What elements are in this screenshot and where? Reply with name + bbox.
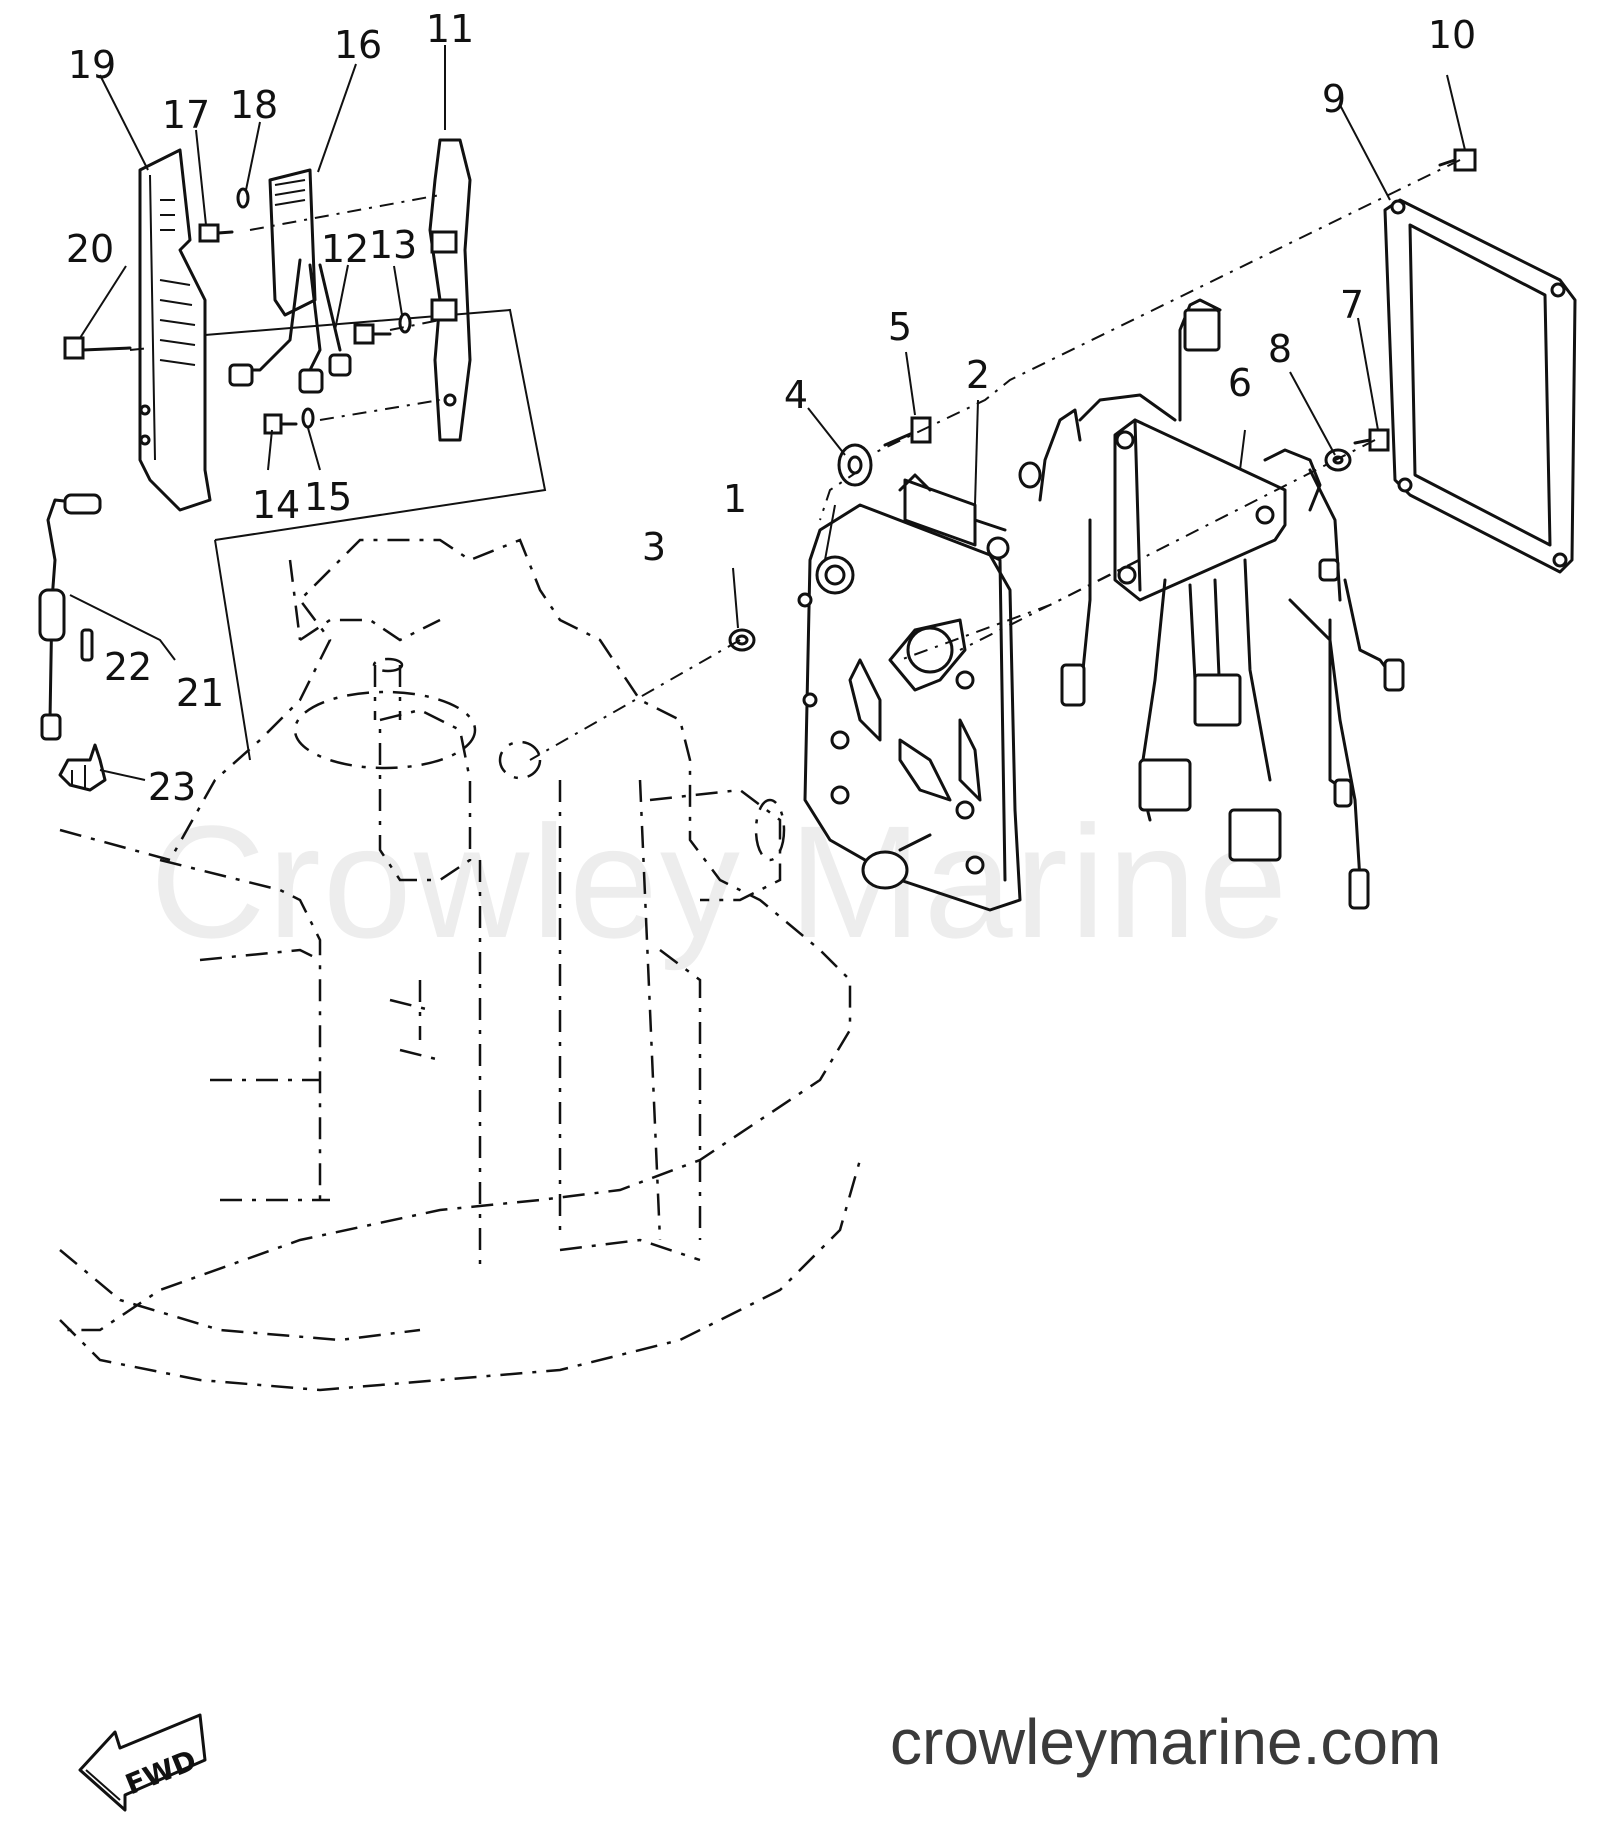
callout-18: 18 [230, 83, 278, 127]
callout-4: 4 [784, 373, 808, 417]
engine-powerhead [59, 538, 862, 1392]
part-3-grommet [728, 628, 756, 652]
part-6-cdi-unit [1018, 298, 1405, 910]
callout-2: 2 [966, 353, 990, 397]
callout-16: 16 [334, 23, 382, 67]
site-url: crowleymarine.com [890, 1706, 1442, 1778]
inset-screws [63, 187, 412, 435]
callout-11: 11 [426, 7, 474, 51]
callout-6: 6 [1228, 361, 1252, 405]
callout-23: 23 [148, 765, 196, 809]
callout-19: 19 [68, 43, 116, 87]
callout-21: 21 [176, 671, 224, 715]
part-10-screw [1438, 148, 1477, 172]
callout-5: 5 [888, 305, 912, 349]
part-2-switch [898, 473, 1010, 560]
inset-leader-lines [129, 194, 441, 421]
callout-13: 13 [369, 223, 417, 267]
callout-17: 17 [162, 93, 210, 137]
part-23-clip [58, 743, 107, 792]
fwd-arrow-icon: FWD [78, 1713, 207, 1812]
callout-22: 22 [104, 645, 152, 689]
part-1-plate [797, 503, 1022, 912]
callout-9: 9 [1322, 77, 1346, 121]
callout-3: 3 [642, 525, 666, 569]
callout-leaders [79, 45, 1466, 781]
assembly-leader-lines [529, 159, 1461, 761]
watermark-text: Crowley Marine [150, 792, 1290, 971]
part-21-sensor [38, 493, 176, 741]
part-7-screw [1353, 428, 1390, 452]
part-5-bolt [883, 416, 932, 447]
callout-labels: 1 2 3 4 5 6 7 8 9 10 11 12 13 14 15 16 1… [66, 7, 1476, 809]
part-19-cover [138, 148, 212, 512]
callout-1: 1 [723, 477, 747, 521]
callout-12: 12 [321, 227, 369, 271]
callout-7: 7 [1340, 283, 1364, 327]
fwd-label: FWD [121, 1743, 201, 1801]
inset-panel [204, 308, 547, 761]
part-4-bushing [837, 443, 873, 487]
callout-14: 14 [252, 483, 300, 527]
part-11-bracket [428, 138, 472, 442]
callout-20: 20 [66, 227, 114, 271]
part-9-gasket [1383, 198, 1577, 574]
callout-15: 15 [304, 475, 352, 519]
callout-8: 8 [1268, 327, 1292, 371]
part-8-washer [1324, 448, 1352, 472]
callout-10: 10 [1428, 13, 1476, 57]
part-16-rectifier [228, 168, 352, 394]
